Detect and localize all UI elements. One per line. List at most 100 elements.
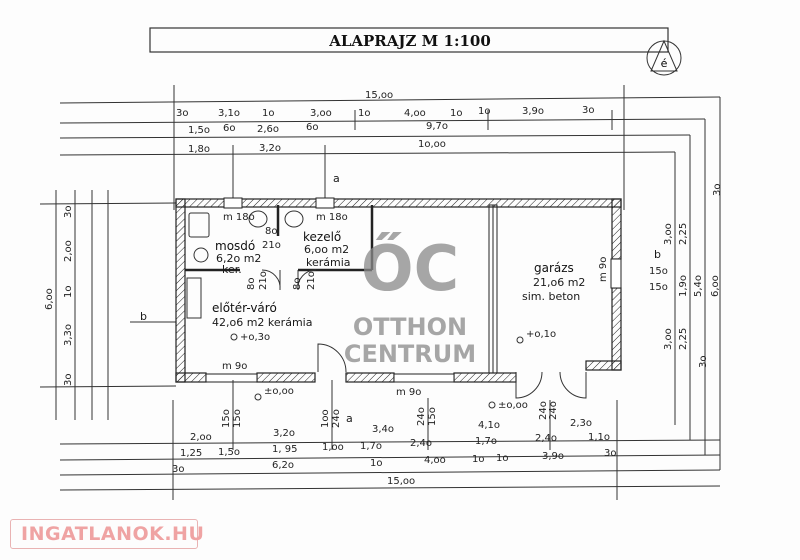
dimension-label: m 18o [223,212,255,223]
dimension-label: 1o [472,454,484,465]
dimension-label: 1,1o [588,432,610,443]
dimension-label: 3,4o [372,424,394,435]
dimension-label: 3,oo [663,328,674,350]
dimension-label: CENTRUM [344,340,476,368]
dimension-label: ŐC [361,232,459,305]
dimension-label: 1,5o [188,125,210,136]
dimension-label: 1,oo [322,442,344,453]
dimension-label: 1o [63,286,74,298]
dimension-label: 15,oo [387,476,415,487]
dimension-label: 2,oo [190,432,212,443]
dimension-label: 8o [246,278,257,290]
dimension-label: 6,oo m2 [304,243,349,256]
dimension-label: m 18o [316,212,348,223]
dimension-label: 24o [331,409,342,428]
dimension-label: 24o [548,401,559,420]
dimension-label: m 9o [396,387,421,398]
ingatlanok-logo: INGATLANOK.HU [10,519,204,549]
dimension-label: 15o [649,282,668,293]
dimension-label: +o,1o [526,329,556,340]
dimension-label: 3,9o [522,106,544,117]
dimension-label: 1o [496,453,508,464]
dimension-label: 21o [306,271,317,290]
dimension-label: 1oo [320,409,331,428]
dimension-label: 3,oo [310,108,332,119]
dimension-label: 24o [538,401,549,420]
dimension-label: 1o [358,108,370,119]
dimension-label: 6,2o [272,460,294,471]
dimension-label: 21o [262,240,281,251]
dimension-label: 1o,oo [418,139,446,150]
dimension-label: 4,1o [478,420,500,431]
dimension-label: 2,4o [410,438,432,449]
opening-labels: m 18o m 18o 8o 21o 8o 21o 8o 21o m 9o m … [222,172,668,425]
dimension-label: 15,oo [365,90,393,101]
fixtures [186,210,304,319]
dimension-label: 1o [478,106,490,117]
dimension-label: 1,5o [218,447,240,458]
dimension-label: 4,oo [424,455,446,466]
dimension-label: m 9o [598,257,609,282]
dimension-label: 3o [712,184,723,196]
dimension-label: 21,o6 m2 [533,276,585,289]
dimension-label: 1o [262,108,274,119]
dimension-label: 1,7o [475,436,497,447]
right-dimension-texts: 3o 3,oo 2,25 1,9o 5,4o 6,oo 3,oo 2,25 3o… [654,184,723,368]
left-dimension-texts: 6,oo 3o 2,oo 1o 3,3o 3o b [44,206,147,386]
dimension-label: 1o [370,458,382,469]
dimension-label: 3o [604,448,616,459]
level-markers: ±o,oo ±o,oo [230,333,528,411]
dimension-label: sim. beton [522,290,580,303]
dimension-label: kezelő [303,230,341,244]
dimension-label: 6,2o m2 [216,252,261,265]
plan-title: ALAPRAJZ M 1:100 [328,32,491,50]
dimension-label: 3,3o [63,324,74,346]
dimension-label: 2,6o [257,124,279,135]
dimension-label: 1,9o [678,275,689,297]
dimension-label: 1o [450,108,462,119]
dimension-label: 1,7o [360,441,382,452]
dimension-label: ker. [222,263,242,276]
dimension-label: 24o [416,407,427,426]
dimension-label: 2,oo [63,240,74,262]
dimension-label: 2,3o [570,418,592,429]
room-kezelo: kezelő 6,oo m2 kerámia [303,230,351,269]
dimension-label: kerámia [306,256,351,269]
dimension-label: 15o [427,407,438,426]
room-mosdo: mosdó 6,2o m2 ker. [215,239,261,276]
dimension-label: m 9o [222,361,247,372]
dimension-label: 3,2o [273,428,295,439]
dimension-label: 1, 95 [272,444,297,455]
dimension-label: +o,3o [240,332,270,343]
dimension-label: 8o [265,226,277,237]
compass-letter: é [661,57,668,70]
top-dimension-lines [59,85,721,470]
dimension-label: 2,25 [678,223,689,245]
north-arrow-icon: é [646,39,682,76]
doors [261,269,587,399]
dimension-label: 9,7o [426,121,448,132]
watermark-otthon-centrum: ŐC OTTHON CENTRUM [344,232,476,368]
bottom-dimension-lines [59,380,721,500]
section-mark-b-right: b [654,248,661,261]
dimension-label: 6o [223,123,235,134]
dimension-label: 3o [582,105,594,116]
left-dimension-lines [39,190,177,420]
top-dimension-texts: 15,oo 3o 3,1o 1o 3,oo 1o 4,oo 1o 1o 3,9o… [176,90,594,155]
dimension-label: 42,o6 m2 kerámia [212,316,312,329]
room-eloter-varo: előtér-váró 42,o6 m2 kerámia +o,3o [212,301,312,343]
dimension-label: 3o [63,374,74,386]
dimension-label: 3,1o [218,108,240,119]
section-mark-b-left: b [140,310,147,323]
dimension-label: 6o [306,122,318,133]
title-block: ALAPRAJZ M 1:100 [149,27,669,53]
dimension-label: 15o [649,266,668,277]
dimension-label: 2,25 [678,328,689,350]
dimension-label: ±o,oo [498,400,528,411]
dimension-label: 8o [292,278,303,290]
dimension-label: mosdó [215,239,255,253]
dimension-label: 6,oo [710,275,721,297]
dimension-label: 3,2o [259,143,281,154]
dimension-label: 21o [258,271,269,290]
